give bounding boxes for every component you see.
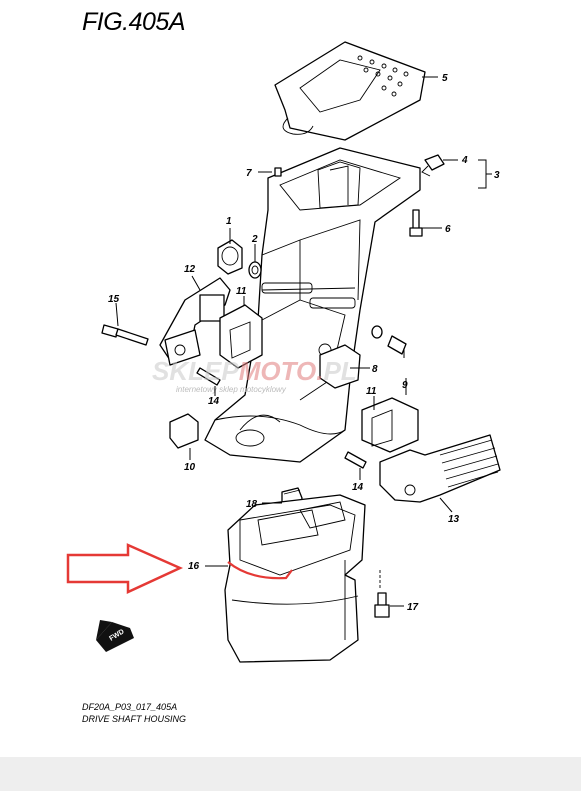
bolt-part-6[interactable] [409, 209, 423, 237]
callout-2: 2 [251, 234, 258, 245]
callout-3: 3 [494, 170, 500, 181]
pin-part-7[interactable] [274, 167, 282, 177]
watermark-tagline: internetowy sklep motocyklowy [176, 385, 287, 394]
callout-13: 13 [448, 514, 460, 525]
callout-11-upper: 11 [236, 286, 247, 297]
fwd-arrow-icon: FWD [96, 620, 134, 652]
plug-part-4[interactable] [421, 154, 445, 177]
watermark-brand-highlight: MOTO. [239, 356, 324, 386]
footer-band [0, 757, 581, 791]
callout-numbers: 5 7 4 3 6 1 2 12 15 11 8 9 14 11 10 14 1… [108, 73, 500, 613]
callout-8: 8 [372, 364, 378, 375]
mount-part-11-upper[interactable] [219, 304, 263, 369]
callout-4: 4 [461, 155, 468, 166]
highlight-outline [227, 561, 293, 580]
callout-14-upper: 14 [208, 396, 220, 407]
bracket-part-12[interactable] [159, 277, 231, 366]
lower-housing-part-16[interactable] [224, 494, 366, 663]
callout-5: 5 [442, 73, 448, 84]
washer-part-2[interactable] [248, 261, 262, 279]
watermark-brand-prefix: SKLEP [152, 356, 239, 386]
callout-17: 17 [407, 602, 419, 613]
callout-6: 6 [445, 224, 451, 235]
callout-15: 15 [108, 294, 120, 305]
bolt-part-17[interactable] [374, 570, 390, 618]
gasket-part-5[interactable] [274, 41, 426, 141]
caption-name: DRIVE SHAFT HOUSING [82, 714, 187, 724]
mount-part-11-lower[interactable] [361, 397, 419, 453]
watermark: SKLEPMOTO.PL internetowy sklep motocyklo… [152, 356, 357, 394]
pad-part-10[interactable] [169, 413, 199, 449]
svg-text:SKLEPMOTO.PL: SKLEPMOTO.PL [152, 356, 357, 386]
callout-1: 1 [226, 216, 232, 227]
watermark-brand-suffix: PL [323, 356, 356, 386]
figure-title: FIG.405A [82, 8, 186, 36]
callout-10: 10 [184, 462, 196, 473]
mount-part-9[interactable] [319, 344, 361, 389]
callout-7: 7 [246, 168, 252, 179]
highlight-arrow-icon [66, 543, 184, 594]
callout-9: 9 [402, 380, 408, 391]
bushing-part-1[interactable] [217, 239, 243, 275]
leader-lines [115, 76, 492, 607]
callout-12: 12 [184, 264, 196, 275]
callout-11-lower: 11 [366, 386, 377, 397]
caption-code: DF20A_P03_017_405A [82, 702, 178, 712]
bolt-part-15[interactable] [101, 324, 149, 346]
bolt-part-8[interactable] [371, 325, 407, 355]
callout-18: 18 [246, 499, 258, 510]
pin-part-14-upper[interactable] [196, 367, 221, 386]
callout-14-lower: 14 [352, 482, 364, 493]
bracket-part-13[interactable] [379, 434, 501, 503]
pin-part-14-lower[interactable] [344, 451, 367, 469]
callout-16: 16 [188, 561, 200, 572]
